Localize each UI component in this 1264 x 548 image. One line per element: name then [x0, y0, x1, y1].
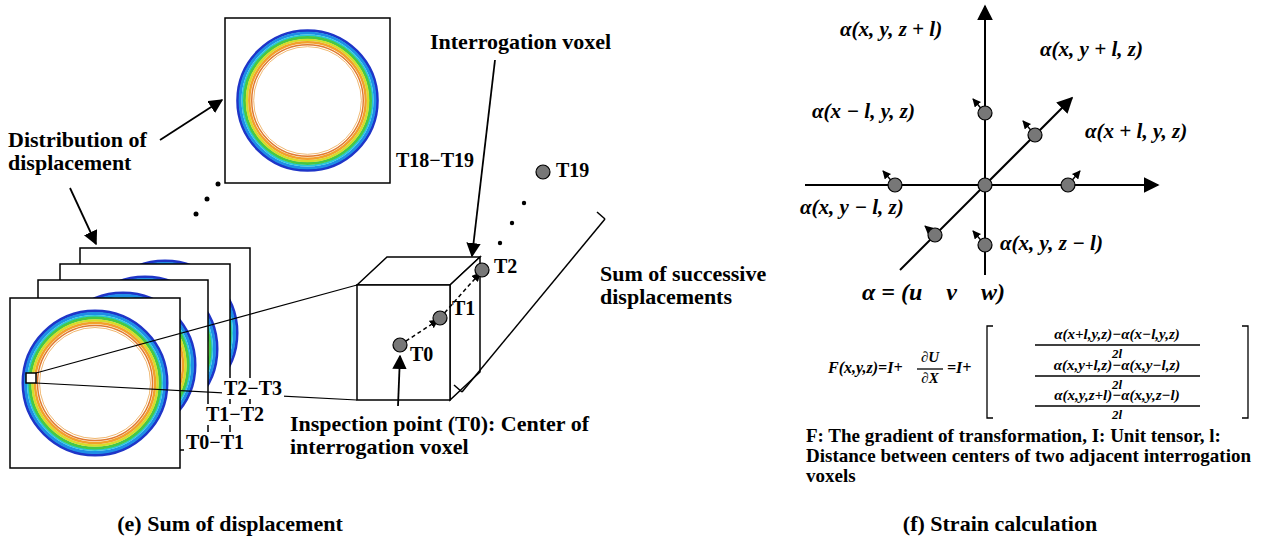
ellipsis-dots: [216, 182, 221, 187]
point-label: α(x − l, y, z): [812, 100, 915, 122]
formula-lines: [917, 326, 1248, 418]
voxel-point: [978, 238, 992, 252]
coordinate-axes: [984, 6, 986, 275]
time-step-label: T1−T2: [204, 404, 266, 425]
formula-term: ∂X: [921, 371, 938, 387]
formula-term: ∂U: [921, 350, 939, 366]
zoom-lines: [36, 285, 357, 373]
figure-label: Distribution of displacement: [8, 128, 168, 174]
time-step-label: T0: [410, 344, 433, 365]
figure-label: Sum of successive displacements: [600, 262, 780, 308]
leader-arrow: [70, 188, 96, 244]
displacement-slice: [225, 18, 390, 183]
time-step-label: T1: [452, 298, 475, 319]
voxel-point: [888, 178, 902, 192]
leader-arrow: [160, 100, 222, 140]
zoom-lines: [26, 285, 357, 400]
formula-term: F(x,y,z)=I+: [828, 360, 903, 377]
time-step-label: T2: [494, 256, 517, 277]
point-label: α(x, y + l, z): [1040, 38, 1143, 60]
displacement-path: [522, 201, 526, 205]
formula-lines: [1035, 344, 1200, 345]
time-step-label: T2−T3: [222, 378, 284, 399]
displacement-path: [536, 165, 550, 179]
voxel-point: [888, 106, 1075, 252]
displacement-slice: [225, 18, 390, 183]
formula-lines: [1035, 405, 1200, 406]
formula-term: α(x,y,z+l)−α(x,y,z−l): [1054, 388, 1180, 404]
formula-term: 2l: [1112, 408, 1122, 422]
displacement-path: [498, 241, 502, 245]
formula-term: α(x+l,y,z)−α(x−l,y,z): [1054, 327, 1180, 343]
time-step-label: T19: [556, 160, 589, 181]
displacement-path: [393, 165, 550, 352]
formula-term: α(x,y+l,z)−α(x,y−l,z): [1054, 358, 1181, 374]
sum-bracket: [462, 219, 605, 392]
voxel-point: [978, 178, 992, 192]
figure-label: Interrogation voxel: [430, 30, 611, 53]
voxel-point: [978, 106, 992, 120]
displacement-path: [393, 338, 407, 352]
ellipsis-dots: [194, 212, 199, 217]
formula-lines: [987, 326, 993, 418]
zoom-lines: [36, 383, 357, 400]
displacement-path: [393, 165, 550, 352]
ellipsis-dots: [205, 197, 210, 202]
zoom-lines: [26, 373, 36, 383]
point-label: α(x, y − l, z): [800, 196, 904, 218]
sum-bracket: [454, 212, 605, 392]
formula-lines: [917, 368, 943, 369]
point-label: α(x, y, z + l): [840, 18, 942, 40]
voxel-point: [1061, 178, 1075, 192]
time-step-label: T18−T19: [396, 150, 474, 171]
leader-arrow: [472, 60, 495, 256]
displacement-slice: [10, 298, 180, 468]
voxel-point: [1028, 128, 1042, 142]
subfigure-caption: (e) Sum of displacement: [117, 512, 342, 535]
leader-arrow: [398, 60, 495, 406]
point-label: α(x, y, z − l): [1000, 232, 1103, 254]
ellipsis-dots: [194, 182, 221, 217]
figure-note: F: The gradient of transformation, I: Un…: [806, 426, 1256, 486]
displacement-slice: [238, 31, 378, 171]
displacement-path: [440, 273, 480, 318]
interrogation-voxel-cube: [450, 257, 480, 400]
displacement-path: [510, 221, 514, 225]
figure-label: Inspection point (T0): Center of interro…: [290, 412, 620, 458]
displacement-path: [433, 311, 447, 325]
sum-bracket: [597, 212, 605, 219]
point-label: α(x + l, y, z): [1085, 120, 1187, 142]
formula-term: =I+: [947, 360, 971, 377]
displacement-slice: [10, 298, 180, 468]
voxel-point: [928, 228, 942, 242]
displacement-path: [475, 263, 489, 277]
leader-arrow: [398, 356, 400, 406]
displacement-path: [498, 201, 526, 245]
vector-definition: α = (u v w): [862, 280, 1005, 305]
subfigure-caption: (f) Strain calculation: [903, 512, 1097, 535]
time-step-label: T0−T1: [184, 432, 246, 453]
formula-lines: [1035, 375, 1200, 376]
sum-bracket: [454, 385, 462, 392]
interrogation-voxel-cube: [357, 257, 480, 400]
interrogation-voxel-cube: [357, 285, 450, 400]
formula-lines: [1242, 326, 1248, 418]
